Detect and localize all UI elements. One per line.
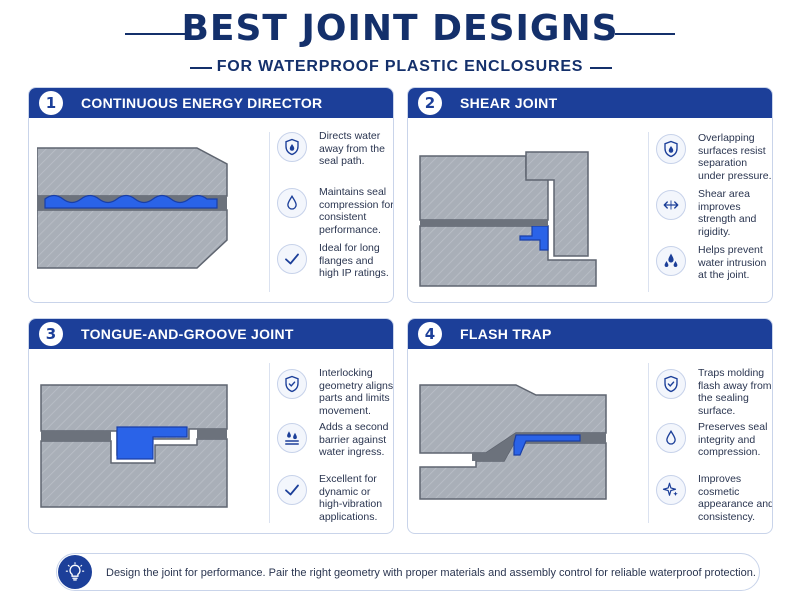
card-title: TONGUE-AND-GROOVE JOINT: [81, 326, 294, 342]
shield-check-icon: [656, 369, 686, 399]
shear-joint-diagram: [419, 151, 597, 287]
card-divider: [648, 363, 649, 523]
drop-icon: [656, 423, 686, 453]
page-subtitle: FOR WATERPROOF PLASTIC ENCLOSURES: [216, 58, 584, 75]
lower-part: [37, 209, 228, 269]
benefit-item: Helps prevent water intrusion at the joi…: [654, 242, 772, 298]
benefit-item: Adds a second barrier against water ingr…: [275, 419, 393, 475]
benefit-item: Excellent for dynamic or high-vibration …: [275, 471, 393, 527]
card-flash-trap: 4 FLASH TRAP Traps molding flash away fr…: [407, 318, 773, 534]
benefit-item: Improves cosmetic appearance and consist…: [654, 471, 772, 527]
double-arrow-icon: [656, 190, 686, 220]
benefit-text: Interlocking geometry aligns parts and l…: [319, 367, 394, 417]
card-title: CONTINUOUS ENERGY DIRECTOR: [81, 95, 323, 111]
card-header: 4 FLASH TRAP: [408, 319, 772, 349]
benefit-text: Maintains seal compression for consisten…: [319, 186, 394, 236]
benefit-list: Traps molding flash away from the sealin…: [654, 355, 772, 531]
energy-director-bead: [44, 194, 218, 209]
benefit-item: Directs water away from the seal path.: [275, 128, 393, 184]
benefit-text: Traps molding flash away from the sealin…: [698, 367, 772, 417]
joint-gap: [420, 220, 548, 226]
card-header: 3 TONGUE-AND-GROOVE JOINT: [29, 319, 393, 349]
tongue-seal: [116, 426, 188, 460]
lightbulb-icon: [58, 555, 92, 589]
title-rule-right: [615, 33, 675, 35]
benefit-list: Interlocking geometry aligns parts and l…: [275, 355, 393, 531]
benefit-item: Traps molding flash away from the sealin…: [654, 365, 772, 421]
footer-text: Design the joint for performance. Pair t…: [106, 567, 756, 579]
lower-part: [40, 438, 228, 508]
benefit-list: Overlapping surfaces resist separation u…: [654, 124, 772, 300]
card-title: FLASH TRAP: [460, 326, 552, 342]
benefit-item: Preserves seal integrity and compression…: [654, 419, 772, 475]
benefit-text: Ideal for long flanges and high IP ratin…: [319, 242, 389, 279]
checkmark-icon: [277, 475, 307, 505]
water-drops-icon: [656, 246, 686, 276]
subtitle-rule-right: [590, 67, 612, 69]
card-shear-joint: 2 SHEAR JOINT Overlapping surfaces resis…: [407, 87, 773, 303]
card-number: 4: [418, 322, 442, 346]
sparkle-icon: [656, 475, 686, 505]
footer-banner: [56, 553, 760, 591]
flash-trap-diagram: [419, 384, 607, 500]
card-divider: [269, 132, 270, 292]
page-title: BEST JOINT DESIGNS: [181, 8, 619, 49]
subtitle-rule-left: [190, 67, 212, 69]
card-title: SHEAR JOINT: [460, 95, 558, 111]
benefit-text: Preserves seal integrity and compression…: [698, 421, 768, 458]
card-header: 1 CONTINUOUS ENERGY DIRECTOR: [29, 88, 393, 118]
benefit-item: Maintains seal compression for consisten…: [275, 184, 393, 240]
flash-seal: [513, 434, 581, 456]
shear-seal: [519, 225, 549, 251]
benefit-text: Directs water away from the seal path.: [319, 130, 385, 167]
upper-part: [37, 147, 228, 197]
card-number: 3: [39, 322, 63, 346]
shield-drop-icon: [277, 132, 307, 162]
joint-gap-right: [197, 429, 227, 439]
shield-drop-icon: [656, 134, 686, 164]
card-tongue-and-groove-joint: 3 TONGUE-AND-GROOVE JOINT Interlocking g…: [28, 318, 394, 534]
drop-icon: [277, 188, 307, 218]
tongue-groove-diagram: [40, 384, 228, 508]
benefit-text: Shear area improves strength and rigidit…: [698, 188, 757, 238]
benefit-text: Excellent for dynamic or high-vibration …: [319, 473, 383, 523]
card-header: 2 SHEAR JOINT: [408, 88, 772, 118]
title-rule-left: [125, 33, 185, 35]
benefit-text: Overlapping surfaces resist separation u…: [698, 132, 772, 182]
joint-gap-left: [41, 431, 111, 441]
benefit-text: Adds a second barrier against water ingr…: [319, 421, 389, 458]
water-barrier-icon: [277, 423, 307, 453]
benefit-list: Directs water away from the seal path. M…: [275, 124, 393, 300]
benefit-text: Helps prevent water intrusion at the joi…: [698, 244, 767, 281]
benefit-item: Interlocking geometry aligns parts and l…: [275, 365, 393, 421]
card-number: 2: [418, 91, 442, 115]
benefit-item: Ideal for long flanges and high IP ratin…: [275, 240, 393, 296]
benefit-item: Overlapping surfaces resist separation u…: [654, 130, 772, 186]
right-wall: [525, 151, 589, 257]
card-number: 1: [39, 91, 63, 115]
checkmark-icon: [277, 244, 307, 274]
benefit-text: Improves cosmetic appearance and consist…: [698, 473, 773, 523]
shield-check-icon: [277, 369, 307, 399]
card-divider: [269, 363, 270, 523]
card-divider: [648, 132, 649, 292]
benefit-item: Shear area improves strength and rigidit…: [654, 186, 772, 242]
energy-director-diagram: [37, 147, 228, 269]
card-continuous-energy-director: 1 CONTINUOUS ENERGY DIRECTOR Directs wat…: [28, 87, 394, 303]
